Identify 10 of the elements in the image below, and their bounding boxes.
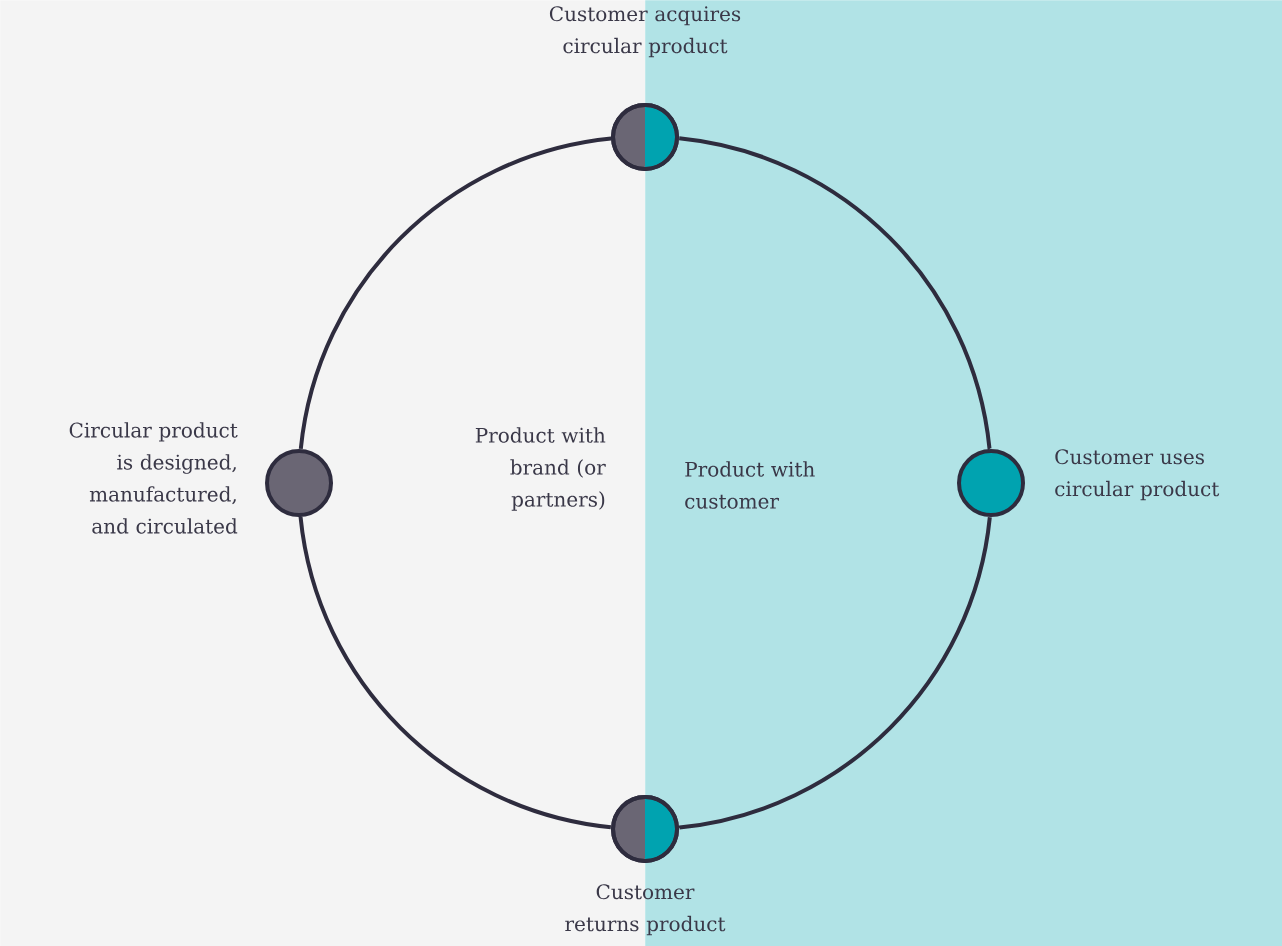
- circle-arc: [677, 516, 992, 830]
- panel-label: Product with brand (or partners): [475, 427, 606, 511]
- circle-arc: [298, 136, 614, 450]
- stage-label: Customer returns product: [565, 884, 726, 936]
- stage-label: Customer acquires circular product: [549, 6, 741, 58]
- stage-label: Circular product is designed, manufactured, and circulated: [69, 422, 238, 534]
- circle-arc: [678, 136, 992, 451]
- circle-arc: [298, 514, 612, 830]
- panel-label: Product with customer: [685, 461, 815, 509]
- stage-label: Customer uses circular product: [1055, 449, 1220, 501]
